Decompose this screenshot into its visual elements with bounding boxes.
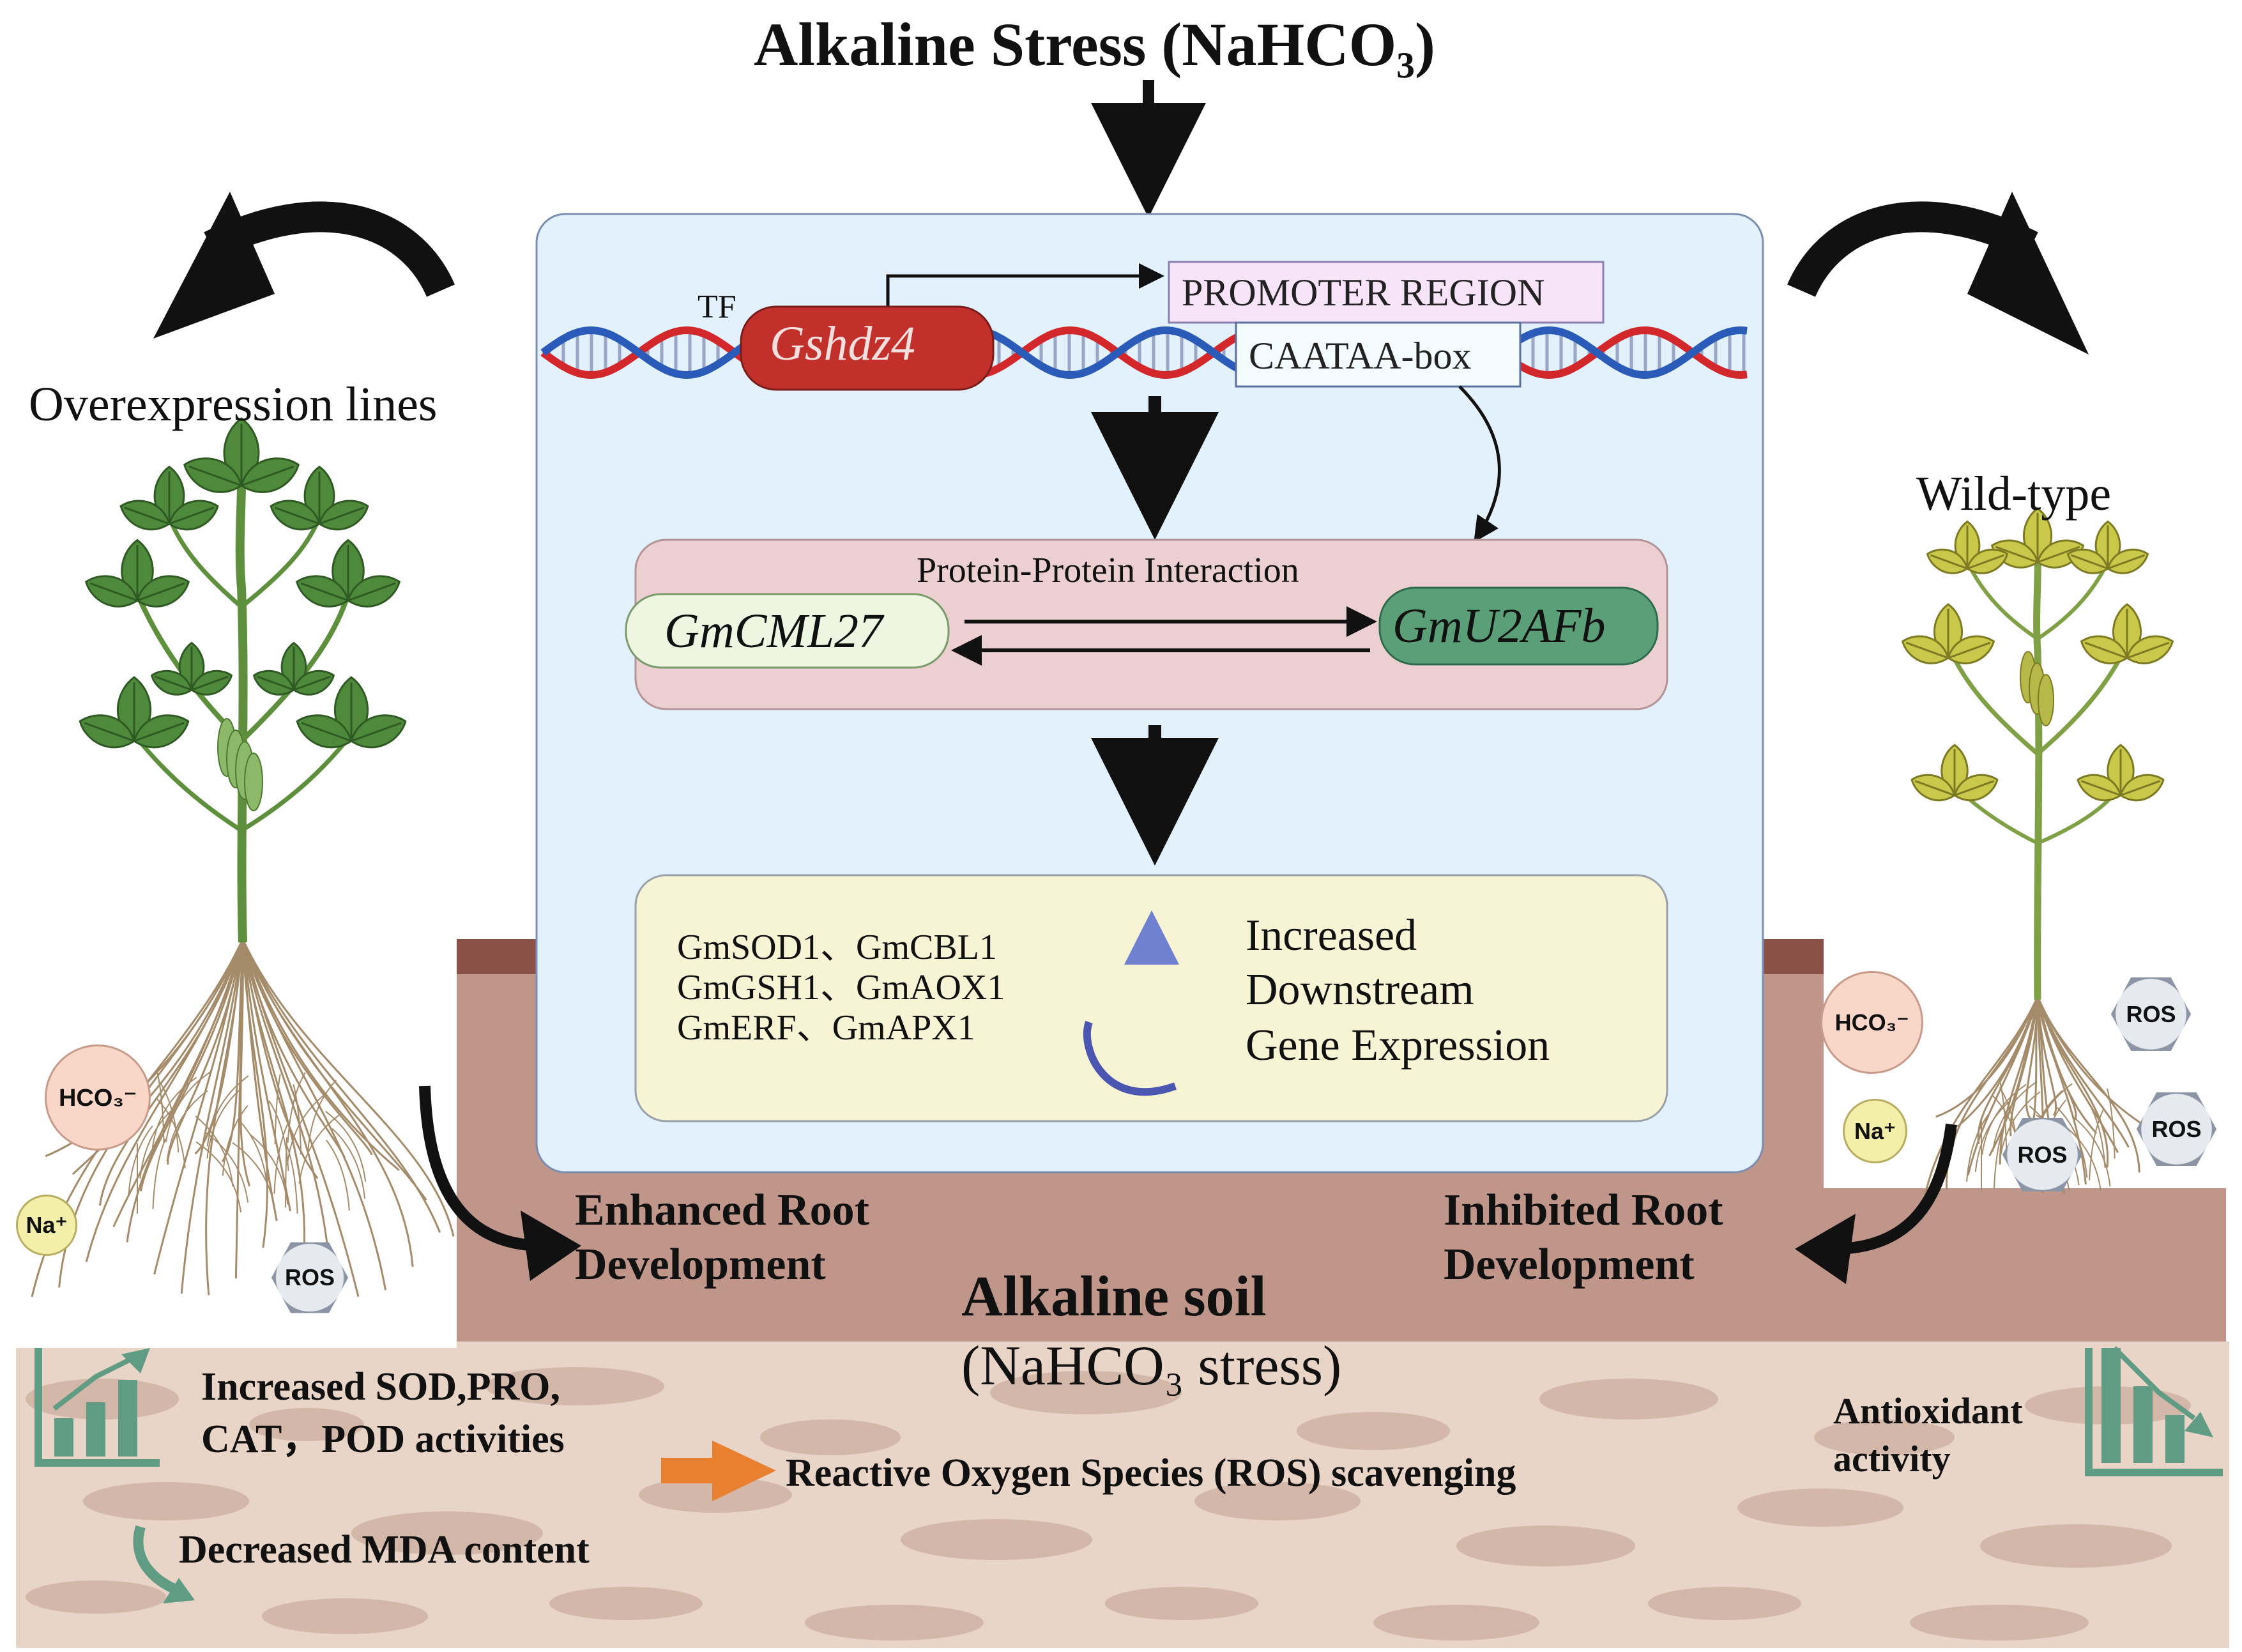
downstream-gene-3: GmERF、GmAPX1	[677, 1008, 975, 1048]
tf-promoter-arrow	[886, 263, 1164, 313]
diagram-title: Alkaline Stress (NaHCO₃)	[754, 10, 1436, 79]
tf-label: TF	[698, 289, 736, 325]
inhibited-root-line-2: Development	[1444, 1240, 1695, 1289]
na-ion-left: Na⁺	[16, 1195, 77, 1256]
wild-type-plant	[1901, 507, 2174, 1195]
antioxidant-line-2: activity	[1833, 1438, 1951, 1480]
left-root-arrow	[419, 1085, 581, 1281]
wild-type-label: Wild-type	[1916, 467, 2112, 521]
increase-line-3: Gene Expression	[1246, 1021, 1550, 1070]
soil-pebbles	[26, 1367, 2191, 1641]
gmu2afb-pill	[1378, 586, 1659, 666]
left-curved-arrow	[153, 192, 455, 339]
increased-activities-line-1: Increased SOD,PRO,	[201, 1365, 561, 1409]
right-curved-arrow	[1787, 192, 2089, 355]
downstream-gene-1: GmSOD1、GmCBL1	[677, 928, 997, 967]
decreased-mda-label: Decreased MDA content	[179, 1528, 590, 1572]
decrease-hook-icon	[133, 1525, 195, 1603]
antioxidant-line-1: Antioxidant	[1833, 1390, 2023, 1432]
inhibited-root-line-1: Inhibited Root	[1444, 1186, 1723, 1235]
ros-scavenging-label: Reactive Oxygen Species (ROS) scavenging	[786, 1451, 1516, 1495]
promoter-region-label: PROMOTER REGION	[1182, 272, 1545, 314]
gshdz4-pill	[740, 305, 995, 391]
promoter-box	[1168, 261, 1605, 324]
downstream-gene-2: GmGSH1、GmAOX1	[677, 968, 1005, 1007]
caataa-to-u2afb-arrow	[1458, 385, 1501, 543]
increase-line-2: Downstream	[1246, 965, 1474, 1014]
ppi-title: Protein-Protein Interaction	[917, 551, 1299, 590]
increase-line-1: Increased	[1246, 911, 1417, 960]
hco3-ion-right: HCO₃⁻	[1820, 971, 1923, 1074]
orange-arrow-icon	[661, 1441, 776, 1501]
gshdz4-label: Gshdz4	[770, 317, 916, 371]
right-root-arrow	[1795, 1123, 1957, 1284]
na-ion-right: Na⁺	[1843, 1099, 1907, 1163]
increase-chart-icon	[34, 1348, 160, 1467]
overexpression-plant	[31, 417, 455, 1297]
alkaline-soil-title: Alkaline soil	[961, 1265, 1267, 1328]
gmcml27-pill	[625, 593, 950, 669]
gmcml27-label: GmCML27	[664, 604, 883, 658]
enhanced-root-line-1: Enhanced Root	[575, 1186, 869, 1235]
caataa-box-label: CAATAA-box	[1249, 335, 1472, 377]
decrease-chart-icon	[2085, 1346, 2223, 1476]
increased-activities-line-2: CAT，POD activities	[201, 1418, 565, 1461]
caataa-box	[1235, 321, 1521, 388]
hco3-ion-left: HCO₃⁻	[45, 1044, 151, 1151]
alkaline-soil-subtitle: (NaHCO₃ stress)	[961, 1335, 1342, 1397]
overexpression-label: Overexpression lines	[29, 378, 438, 431]
enhanced-root-line-2: Development	[575, 1240, 826, 1289]
gmu2afb-label: GmU2AFb	[1392, 599, 1606, 653]
